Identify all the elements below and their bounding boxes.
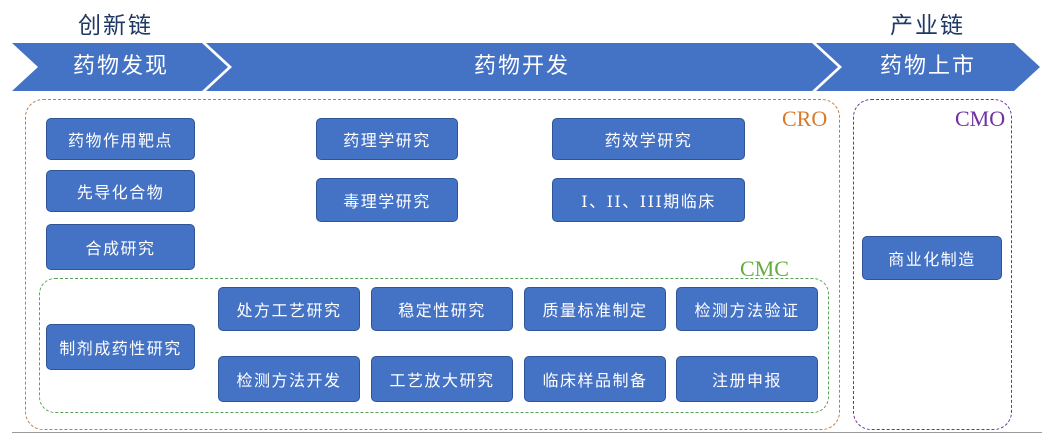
industry-chain-label: 产业链 (890, 13, 965, 39)
development-arrow (206, 43, 838, 91)
cmo-region (853, 99, 1012, 430)
stage-launch-label: 药物上市 (879, 54, 976, 79)
cmc-item-formulation: 制剂成药性研究 (46, 324, 195, 370)
cro-region (25, 99, 840, 430)
development-item-pharmacology: 药理学研究 (316, 118, 458, 160)
development-item-toxicology: 毒理学研究 (316, 178, 458, 222)
cmc-tag: CMC (740, 256, 789, 281)
cmc-item-clinical-sample: 临床样品制备 (524, 356, 666, 402)
discovery-arrow (12, 43, 228, 91)
discovery-item-drug-target: 药物作用靶点 (46, 118, 195, 160)
discovery-item-lead-compound: 先导化合物 (46, 170, 195, 212)
cmc-item-process-scale-up: 工艺放大研究 (371, 356, 513, 402)
stage-development-label: 药物开发 (473, 54, 570, 79)
innovation-chain-label: 创新链 (78, 13, 153, 39)
launch-arrow (816, 43, 1040, 91)
discovery-item-synthesis: 合成研究 (46, 224, 195, 270)
stage-discovery-label: 药物发现 (72, 54, 169, 79)
cmc-item-process-research: 处方工艺研究 (218, 287, 360, 331)
cmc-item-quality-standard: 质量标准制定 (524, 287, 666, 331)
cmc-region (39, 278, 829, 413)
cro-tag: CRO (782, 106, 828, 131)
cmc-item-stability-research: 稳定性研究 (371, 287, 513, 331)
cmc-item-method-development: 检测方法开发 (218, 356, 360, 402)
cmc-item-registration: 注册申报 (676, 356, 818, 402)
bottom-divider (12, 432, 1042, 433)
cmo-tag: CMO (955, 106, 1006, 131)
development-item-clinical-phases: I、II、III期临床 (552, 178, 745, 222)
cmo-item-commercial-manufacturing: 商业化制造 (862, 236, 1002, 280)
cmc-item-method-validation: 检测方法验证 (676, 287, 818, 331)
stage-arrow-band (12, 43, 1040, 91)
development-item-pharmacodynamics: 药效学研究 (552, 118, 745, 160)
